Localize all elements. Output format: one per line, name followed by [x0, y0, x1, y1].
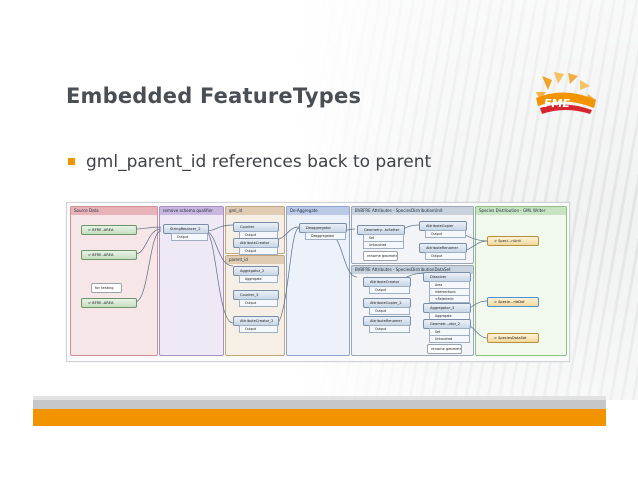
fme-logo-icon: FME	[536, 72, 596, 114]
bookmark-header: BVBFRE Attributes - SpeciesDistributionD…	[352, 266, 473, 274]
writer-node[interactable]: > Specie...ribDef	[487, 297, 539, 307]
writer-node[interactable]: > SpeciesDataSet	[487, 333, 539, 343]
annotation: for testing	[91, 283, 122, 293]
footer-gray-bar	[33, 400, 606, 409]
output-port[interactable]: Output	[171, 233, 208, 241]
output-port[interactable]: Output	[239, 325, 278, 333]
footer-divider	[33, 396, 606, 400]
untouched-port[interactable]: Untouched	[363, 241, 404, 249]
annotation: rename geometry	[363, 251, 398, 261]
output-port[interactable]: Output	[369, 286, 410, 294]
reader-node[interactable]: > BFRE..AREA	[81, 298, 137, 308]
untouched-port[interactable]: Untouched	[429, 335, 470, 343]
output-port[interactable]: Output	[369, 307, 410, 315]
bullet-text: gml_parent_id references back to parent	[86, 152, 432, 172]
output-port[interactable]: Output	[425, 230, 466, 238]
rejected-port[interactable]: <Rejected>	[429, 295, 470, 303]
bookmark-header: remove schema qualifier	[160, 207, 223, 215]
bookmark-header: Species Distribution - GML Writer	[476, 207, 566, 215]
footer-orange-bar	[33, 409, 606, 426]
bookmark-header: BVBFRE Attributes - SpeciesDistributionU…	[352, 207, 473, 215]
bookmark-gml-writer: Species Distribution - GML Writer	[475, 206, 567, 356]
reader-node[interactable]: > BFRE..AREA	[81, 225, 137, 235]
bookmark-header: Source Data	[71, 207, 157, 215]
bullet-marker	[68, 158, 75, 165]
svg-text:FME: FME	[544, 97, 570, 110]
output-port[interactable]: Output	[239, 247, 278, 255]
bookmark-header: De-Aggregate	[287, 207, 349, 215]
fme-workspace-screenshot: Source Data remove schema qualifier gml_…	[66, 202, 570, 362]
bookmark-header: parent_id	[226, 256, 284, 264]
writer-node[interactable]: > Speci...nUnit	[487, 236, 539, 246]
deaggregated-port[interactable]: Deaggregated	[305, 232, 346, 240]
output-port[interactable]: Output	[239, 299, 278, 307]
aggregate-port[interactable]: Aggregate	[239, 275, 278, 283]
output-port[interactable]: Output	[369, 325, 410, 333]
slide-title: Embedded FeatureTypes	[66, 84, 362, 108]
annotation: rename geometry	[427, 344, 462, 354]
output-port[interactable]: Output	[425, 252, 466, 260]
bookmark-header: gml_id	[226, 207, 284, 215]
reader-node[interactable]: > BFRE..AREA	[81, 250, 137, 260]
